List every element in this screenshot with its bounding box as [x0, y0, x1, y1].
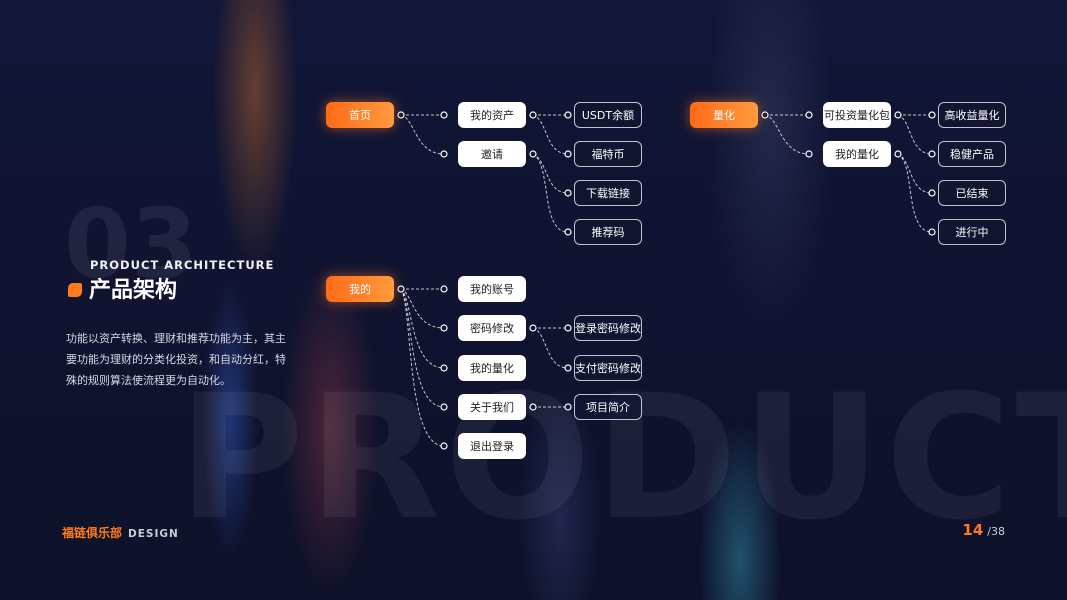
section-title: 产品架构 [89, 278, 178, 303]
node-usdt-balance[interactable]: USDT余额 [574, 102, 642, 128]
node-login-password[interactable]: 登录密码修改 [574, 315, 642, 341]
page-current: 14 [962, 521, 984, 539]
node-my-quant[interactable]: 我的量化 [823, 141, 891, 167]
node-logout[interactable]: 退出登录 [458, 433, 526, 459]
node-about-us[interactable]: 关于我们 [458, 394, 526, 420]
node-investable-packages[interactable]: 可投资量化包 [823, 102, 891, 128]
brand-sub: DESIGN [128, 528, 179, 540]
page-indicator: 14/38 [962, 520, 1005, 539]
section-number: 03 [64, 188, 198, 300]
node-referral-code[interactable]: 推荐码 [574, 219, 642, 245]
node-stable-products[interactable]: 稳健产品 [938, 141, 1006, 167]
page-total: /38 [987, 525, 1005, 538]
node-my-account[interactable]: 我的账号 [458, 276, 526, 302]
node-password-change[interactable]: 密码修改 [458, 315, 526, 341]
brand-name: 福链俱乐部 [62, 526, 123, 540]
node-download-link[interactable]: 下载链接 [574, 180, 642, 206]
section-mark-icon [68, 283, 82, 297]
node-my-assets[interactable]: 我的资产 [458, 102, 526, 128]
footer-brand: 福链俱乐部 DESIGN [62, 524, 179, 541]
section-english-title: PRODUCT ARCHITECTURE [90, 258, 275, 272]
node-fute-coin[interactable]: 福特币 [574, 141, 642, 167]
node-running[interactable]: 进行中 [938, 219, 1006, 245]
node-quant[interactable]: 量化 [690, 102, 758, 128]
node-pay-password[interactable]: 支付密码修改 [574, 355, 642, 381]
node-mine[interactable]: 我的 [326, 276, 394, 302]
node-invite[interactable]: 邀请 [458, 141, 526, 167]
node-mine-my-quant[interactable]: 我的量化 [458, 355, 526, 381]
node-ended[interactable]: 已结束 [938, 180, 1006, 206]
node-high-yield[interactable]: 高收益量化 [938, 102, 1006, 128]
node-project-intro[interactable]: 项目简介 [574, 394, 642, 420]
node-home[interactable]: 首页 [326, 102, 394, 128]
section-description: 功能以资产转换、理财和推荐功能为主，其主要功能为理财的分类化投资，和自动分红，特… [66, 332, 286, 387]
